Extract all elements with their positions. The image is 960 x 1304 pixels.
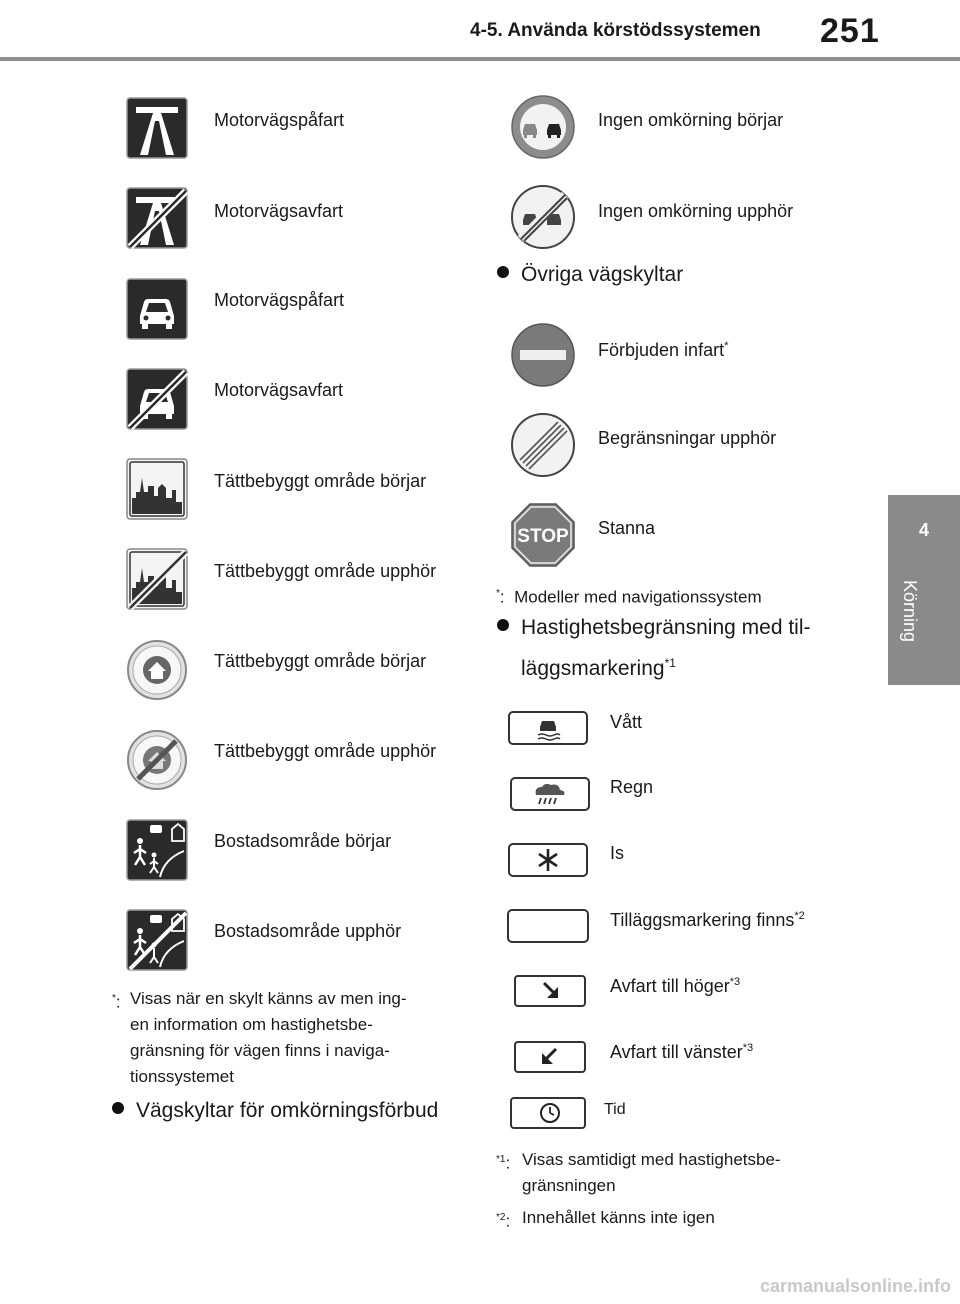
plate-label: Avfart till höger*3 — [610, 976, 741, 996]
end-restrictions-icon — [511, 413, 575, 477]
section-bullet: Hastighetsbegränsning med til- — [497, 611, 811, 645]
sign-label: Bostadsområde upphör — [214, 921, 402, 941]
sign-label: Ingen omkörning upphör — [598, 201, 794, 221]
sign-label: Ingen omkörning börjar — [598, 110, 784, 130]
svg-text:STOP: STOP — [517, 526, 569, 547]
watermark: carmanualsonline.info — [760, 1276, 952, 1296]
plate-label: Vått — [610, 712, 643, 732]
car-road-end-icon — [126, 368, 188, 430]
sign-label: Motorvägspåfart — [214, 290, 345, 310]
house-circle-end-icon — [127, 730, 187, 790]
sign-label: Motorvägspåfart — [214, 110, 345, 130]
no-entry-icon — [511, 323, 575, 387]
car-road-icon — [126, 278, 188, 340]
clock-icon — [510, 1097, 586, 1129]
sign-label: Begränsningar upphör — [598, 428, 777, 448]
page-number: 251 — [820, 12, 880, 50]
sign-label: Tättbebyggt område börjar — [214, 471, 427, 491]
footnote-marker: *2: — [496, 1211, 511, 1231]
arrow-down-right-icon — [514, 975, 586, 1007]
sign-label: Tättbebyggt område upphör — [214, 741, 437, 761]
sign-label: Motorvägsavfart — [214, 380, 344, 400]
plate-label: Is — [610, 843, 625, 863]
sign-label: Tättbebyggt område börjar — [214, 651, 427, 671]
section-bullet: Vägskyltar för omkörningsförbud — [112, 1094, 438, 1128]
chapter-tab[interactable] — [888, 495, 960, 685]
footnote-text: Visas när en skylt känns av men ing- en … — [130, 989, 407, 1086]
footnote: *: Modeller med navigationssystem — [496, 587, 762, 607]
footnote-marker: *1: — [496, 1153, 511, 1173]
section-bullet-cont: läggsmarkering*1 — [521, 656, 676, 680]
sign-label: Motorvägsavfart — [214, 201, 344, 221]
city-end-icon — [126, 548, 188, 610]
plate-label: Tid — [604, 1101, 626, 1118]
residential-icon — [126, 819, 188, 881]
motorway-end-icon — [126, 187, 188, 249]
chapter-label: Körning — [900, 580, 920, 643]
blank-plate-icon — [507, 909, 589, 943]
no-overtaking-end-icon — [511, 185, 575, 249]
arrow-down-left-icon — [514, 1041, 586, 1073]
wet-road-icon — [508, 711, 588, 745]
sign-label: Stanna — [598, 518, 656, 538]
house-circle-icon — [127, 640, 187, 700]
snowflake-icon — [508, 843, 588, 877]
chapter-number: 4 — [918, 520, 929, 540]
plate-label: Regn — [610, 777, 654, 797]
residential-end-icon — [126, 909, 188, 971]
footnote-marker: *: — [112, 992, 121, 1012]
sign-label: Tättbebyggt område upphör — [214, 561, 437, 581]
footnote-text: Visas samtidigt med hastighetsbe- gränsn… — [522, 1150, 781, 1195]
sign-label: Bostadsområde börjar — [214, 831, 392, 851]
footnote-text: Innehållet känns inte igen — [522, 1208, 715, 1227]
plate-label: Avfart till vänster*3 — [610, 1042, 754, 1062]
sign-label: Förbjuden infart* — [598, 340, 729, 360]
stop-sign-icon: STOP — [511, 503, 575, 567]
header-divider — [0, 57, 960, 61]
rain-cloud-icon — [510, 777, 590, 811]
section-bullet: Övriga vägskyltar — [497, 258, 683, 292]
plate-label: Tilläggsmarkering finns*2 — [610, 910, 805, 930]
section-title: 4-5. Använda körstödssystemen — [470, 20, 761, 41]
motorway-icon — [126, 97, 188, 159]
city-icon — [126, 458, 188, 520]
no-overtaking-icon — [511, 95, 575, 159]
